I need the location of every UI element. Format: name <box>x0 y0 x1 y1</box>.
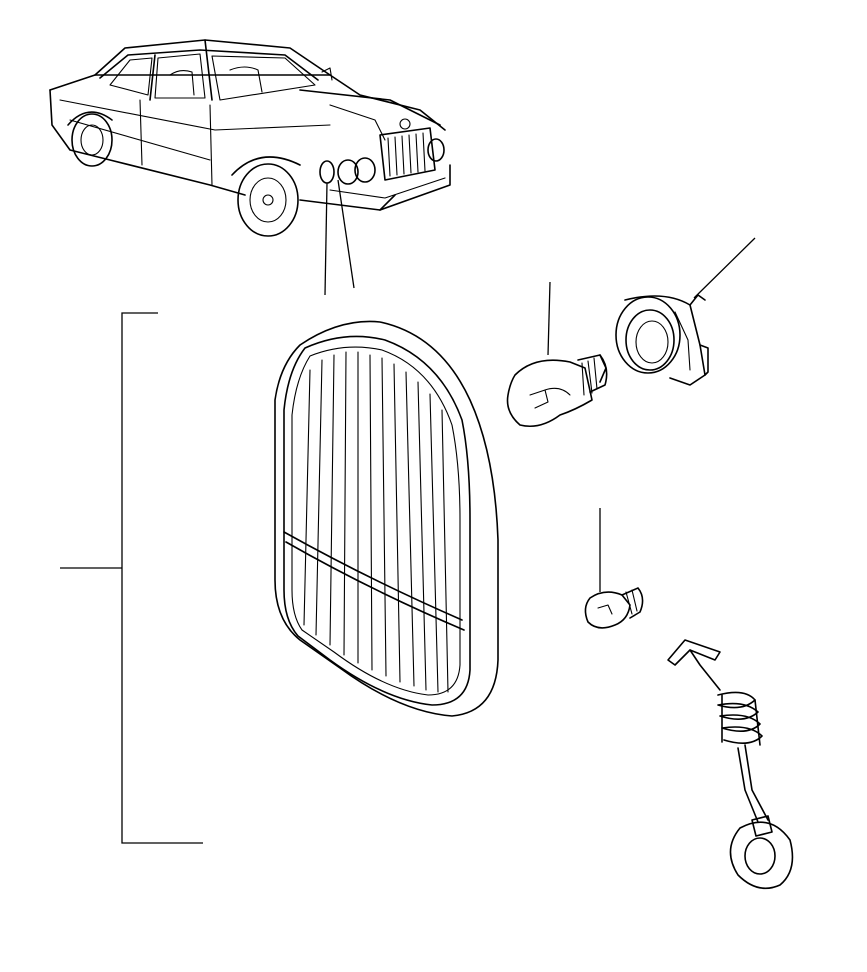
bulb-small <box>584 508 644 629</box>
bulb-holder <box>615 237 756 386</box>
assembly-bracket <box>60 312 203 844</box>
side-marker-lamp-lens <box>274 320 499 717</box>
bulb-large <box>506 281 608 428</box>
retaining-spring-clip <box>667 639 794 890</box>
car-location-view <box>49 39 451 296</box>
